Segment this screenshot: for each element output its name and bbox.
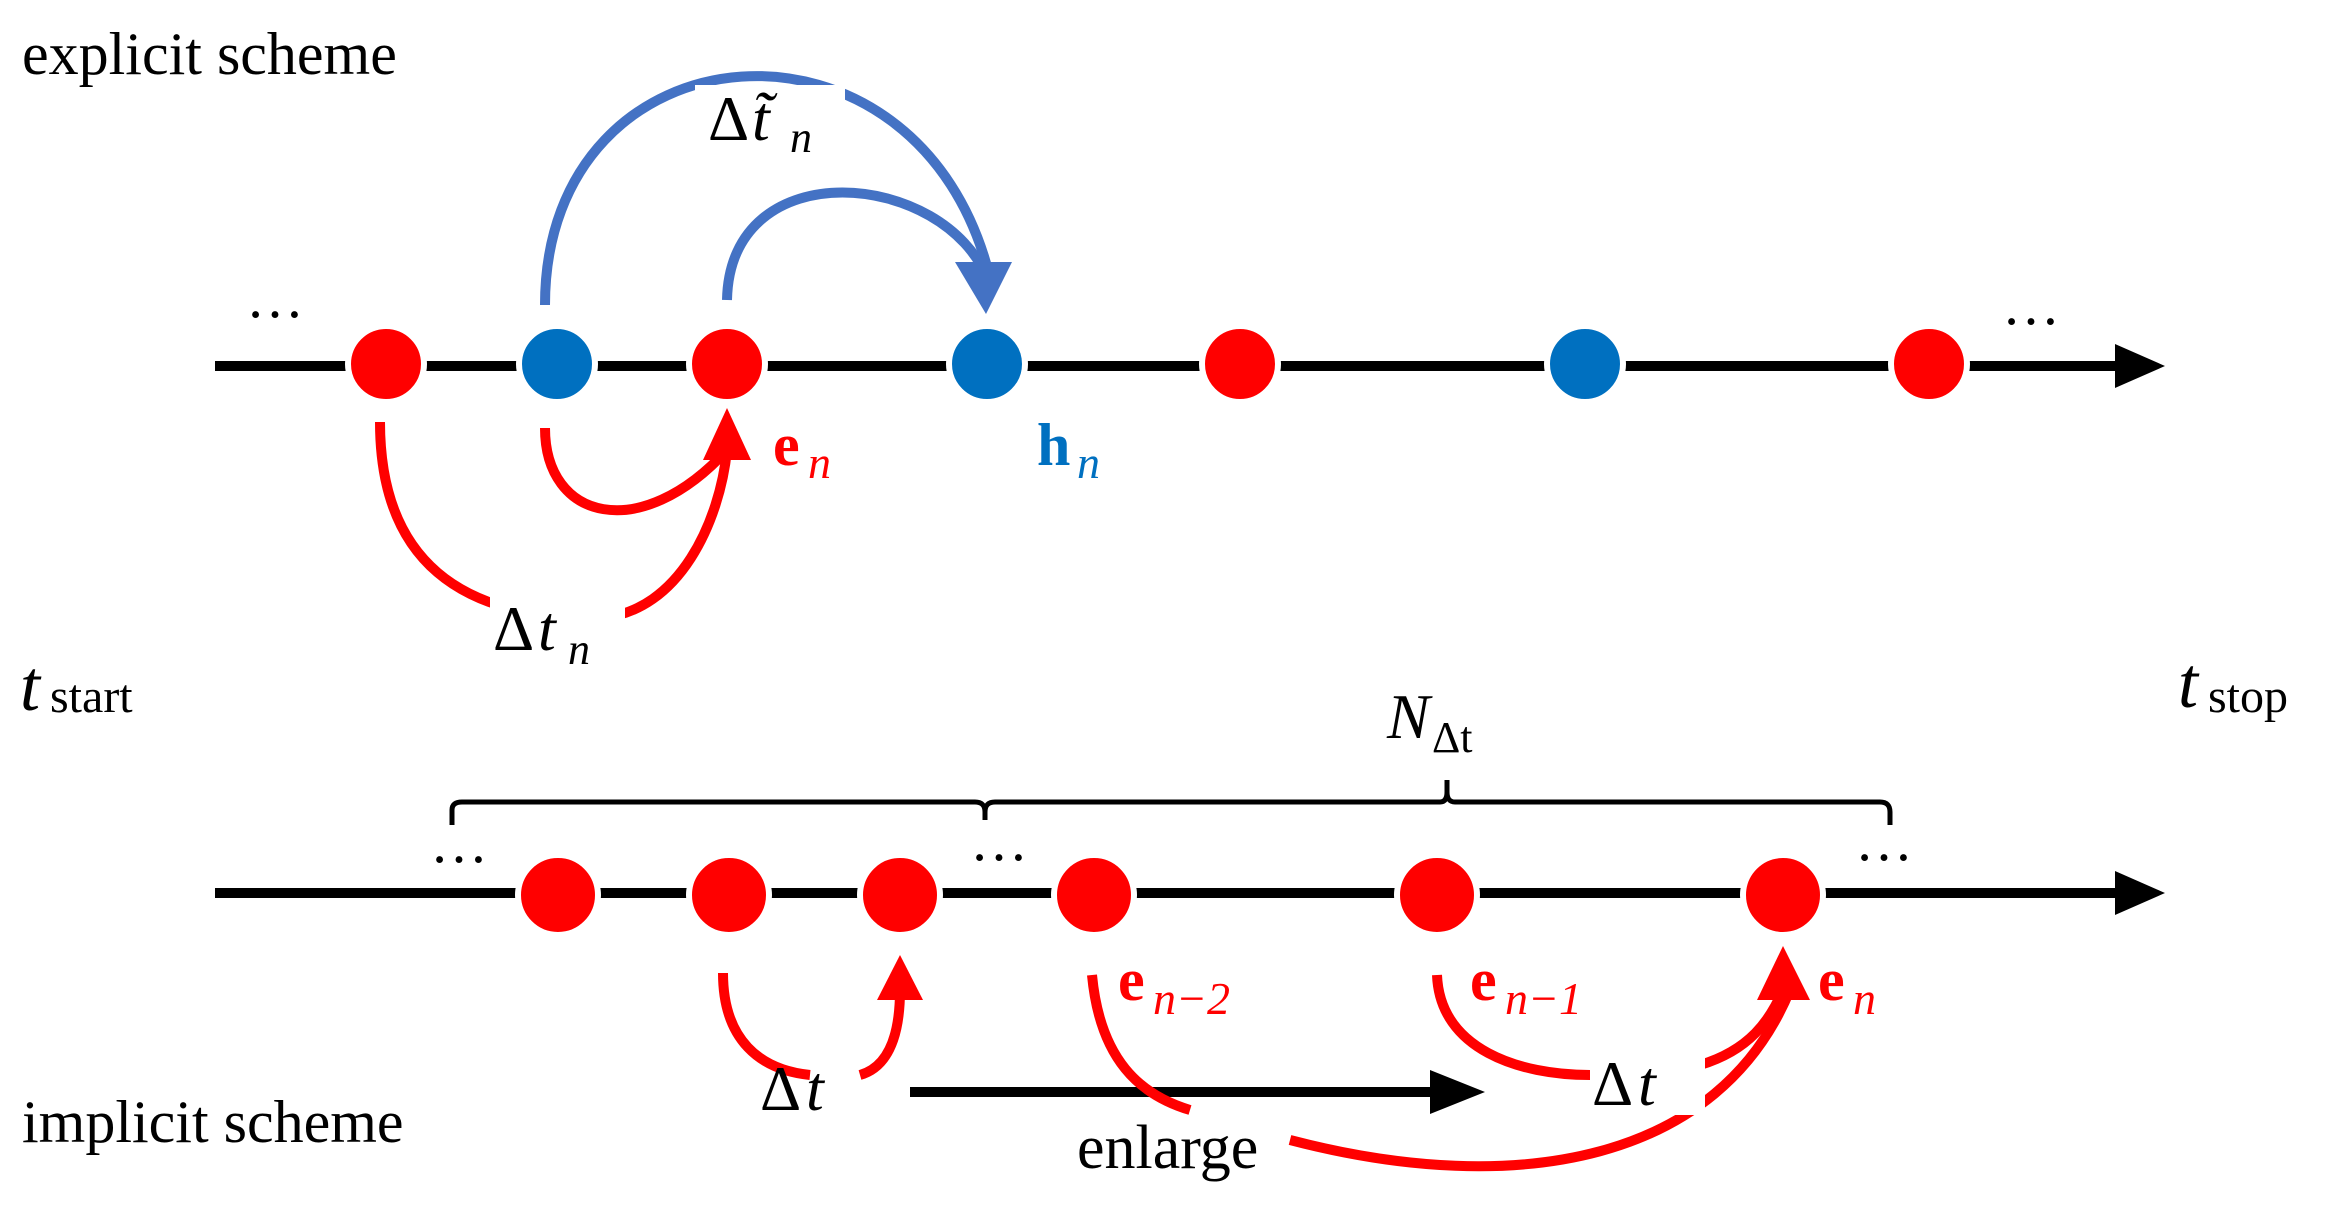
svg-text:t: t xyxy=(2178,643,2200,723)
svg-text:n: n xyxy=(790,113,812,162)
enlarge-arrow xyxy=(910,1070,1485,1114)
explicit-blue-arcs xyxy=(540,71,995,306)
e-node xyxy=(1051,852,1137,938)
svg-text:e: e xyxy=(1818,947,1845,1013)
explicit-nodes xyxy=(345,323,1970,405)
svg-text:n−2: n−2 xyxy=(1153,973,1230,1024)
implicit-timeline xyxy=(215,871,2165,915)
e-n-minus-1-label: e n−1 xyxy=(1470,947,1582,1024)
svg-text:t: t xyxy=(538,593,558,664)
explicit-red-arcs xyxy=(375,421,732,624)
implicit-ellipsis-mid: … xyxy=(970,808,1028,873)
svg-text:h: h xyxy=(1037,412,1070,478)
explicit-ellipsis-right: … xyxy=(2002,272,2060,337)
h-n-label: h n xyxy=(1037,412,1100,488)
implicit-ellipsis-right: … xyxy=(1855,808,1913,873)
e-node xyxy=(1740,852,1826,938)
h-node xyxy=(1544,323,1626,405)
h-node xyxy=(946,323,1028,405)
explicit-timeline xyxy=(215,344,2165,388)
red-arrowhead xyxy=(703,408,751,460)
svg-text:Δ: Δ xyxy=(493,593,534,664)
e-node xyxy=(1888,323,1970,405)
svg-text:n: n xyxy=(1853,973,1876,1024)
svg-text:stop: stop xyxy=(2208,670,2288,723)
explicit-scheme-title: explicit scheme xyxy=(22,21,397,87)
implicit-nodes xyxy=(515,852,1826,938)
svg-text:n−1: n−1 xyxy=(1505,973,1582,1024)
t-stop-label: t stop xyxy=(2178,643,2288,723)
svg-text:n: n xyxy=(568,625,590,674)
svg-text:e: e xyxy=(773,412,800,478)
svg-text:t: t xyxy=(20,646,42,726)
svg-text:t: t xyxy=(806,1053,826,1124)
e-node xyxy=(1199,323,1281,405)
e-node xyxy=(686,852,772,938)
red-arrowhead xyxy=(1757,946,1810,1000)
enlarge-label: enlarge xyxy=(1077,1114,1258,1182)
svg-text:Δ: Δ xyxy=(1592,1048,1633,1119)
e-node xyxy=(1394,852,1480,938)
svg-text:Δt: Δt xyxy=(1432,713,1473,762)
svg-text:n: n xyxy=(1077,437,1100,488)
delta-t-n-label: Δ t n xyxy=(493,593,590,674)
svg-text:Δ: Δ xyxy=(760,1053,801,1124)
delta-t-left-label: Δ t xyxy=(760,1053,826,1124)
e-n-minus-2-label: e n−2 xyxy=(1118,947,1230,1024)
t-start-label: t start xyxy=(20,646,133,726)
blue-arrowhead xyxy=(955,262,1012,314)
h-node xyxy=(516,323,598,405)
n-delta-t-label: N Δt xyxy=(1386,681,1473,762)
svg-text:N: N xyxy=(1386,681,1433,752)
e-n-label-bottom: e n xyxy=(1818,947,1876,1024)
explicit-ellipsis-left: … xyxy=(246,265,304,330)
e-node xyxy=(686,323,768,405)
e-node xyxy=(857,852,943,938)
e-node xyxy=(345,323,427,405)
svg-text:Δ: Δ xyxy=(708,83,749,154)
implicit-scheme-title: implicit scheme xyxy=(22,1089,404,1155)
svg-text:e: e xyxy=(1470,947,1497,1013)
e-n-label: e n xyxy=(773,412,831,488)
e-node xyxy=(515,852,601,938)
svg-text:e: e xyxy=(1118,947,1145,1013)
svg-text:start: start xyxy=(50,670,133,723)
red-arrowhead xyxy=(877,955,923,1000)
delta-t-right-label: Δ t xyxy=(1592,1048,1658,1119)
svg-text:t: t xyxy=(1638,1048,1658,1119)
implicit-ellipsis-left: … xyxy=(430,810,488,875)
small-delta-t-arc xyxy=(718,972,905,1080)
svg-text:n: n xyxy=(808,437,831,488)
brace xyxy=(449,780,1893,825)
